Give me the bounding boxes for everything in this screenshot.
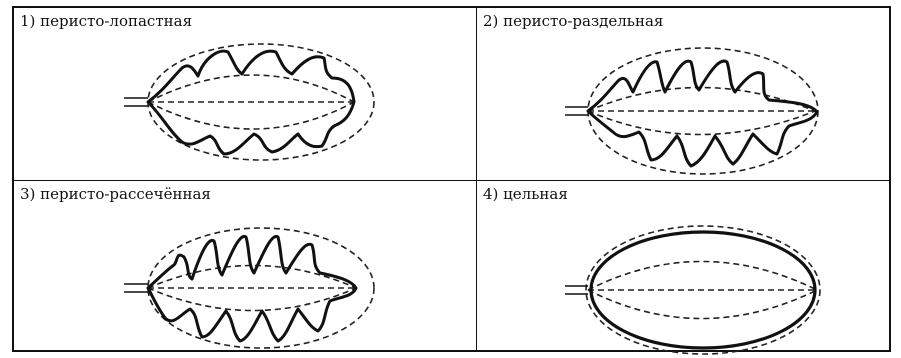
cell-pinnately-dissected: 3) перисто-рассечённая [14, 181, 477, 350]
cell-pinnately-lobed: 1) перисто-лопастная [14, 8, 477, 181]
pinnately-lobed-leaf-icon [14, 8, 477, 181]
cell-pinnately-parted: 2) перисто-раздельная [477, 8, 889, 181]
pinnately-dissected-leaf-icon [14, 181, 477, 350]
cell-entire: 4) цельная [477, 181, 889, 350]
pinnately-parted-leaf-icon [477, 8, 889, 181]
leaf-type-table: 1) перисто-лопастная 2) перисто-раздельн… [12, 6, 891, 352]
entire-leaf-icon [477, 181, 889, 350]
